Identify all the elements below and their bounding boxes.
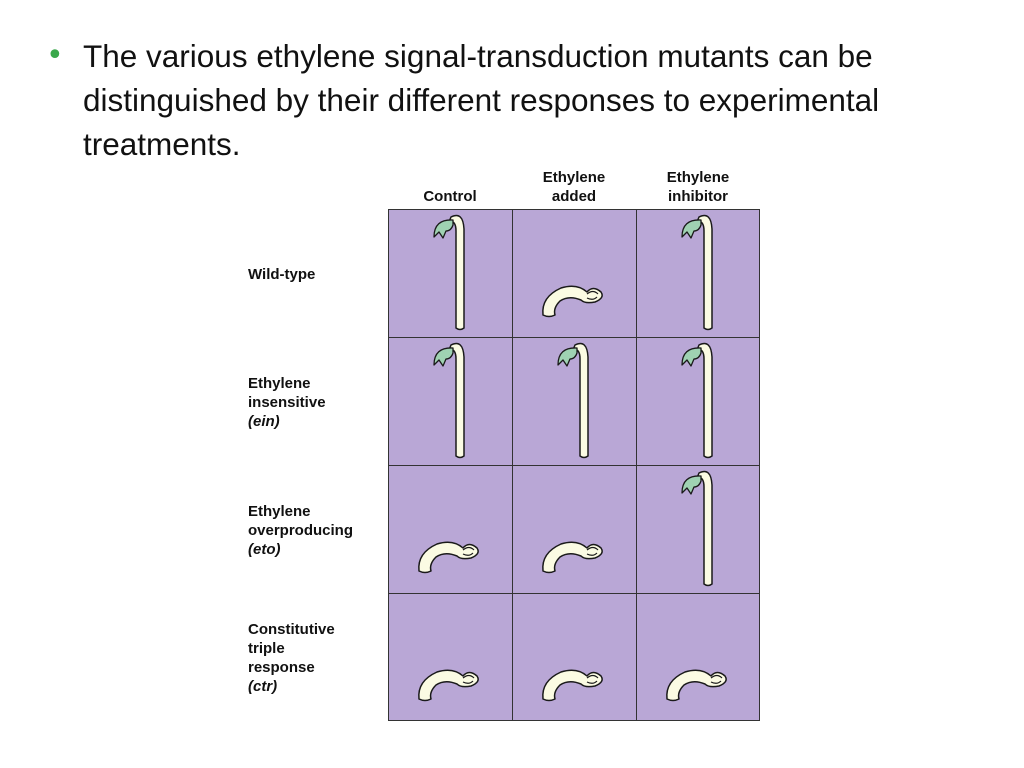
- column-header-line2: Control: [423, 188, 477, 205]
- elongated-seedling-icon: [681, 342, 713, 459]
- elongated-seedling-icon: [433, 214, 465, 331]
- row-label-line: triple: [248, 640, 285, 657]
- triple-response-seedling-icon: [418, 669, 479, 702]
- elongated-seedling-icon: [433, 342, 465, 459]
- row-label-line: Ethylene: [248, 375, 311, 392]
- triple-response-seedling-icon: [542, 669, 603, 702]
- grid-divider-horizontal: [389, 337, 759, 338]
- grid-divider-horizontal: [389, 593, 759, 594]
- triple-response-seedling-icon: [666, 669, 727, 702]
- bullet-marker: •: [46, 38, 64, 73]
- column-header-line1: Ethylene: [666, 169, 730, 186]
- bullet-text: The various ethylene signal-transduction…: [83, 38, 880, 162]
- column-header-line2: added: [551, 188, 597, 205]
- column-header-control: Control: [388, 168, 512, 206]
- column-header-line1: Ethylene: [542, 169, 606, 186]
- grid-divider-horizontal: [389, 465, 759, 466]
- column-header-ethylene-inhibitor: Ethylene inhibitor: [636, 168, 760, 206]
- column-header-ethylene-added: Ethylene added: [512, 168, 636, 206]
- triple-response-seedling-icon: [418, 541, 479, 574]
- row-label-line: response: [248, 659, 315, 676]
- row-label-line: Ethylene: [248, 503, 311, 520]
- row-label-line: Wild-type: [248, 266, 316, 283]
- row-label-abbreviation: (ein): [248, 413, 280, 430]
- elongated-seedling-icon: [681, 214, 713, 331]
- column-header-line2: inhibitor: [668, 188, 728, 205]
- elongated-seedling-icon: [681, 470, 713, 587]
- row-label-abbreviation: (eto): [248, 541, 281, 558]
- row-label-line: overproducing: [248, 522, 354, 539]
- row-label-ethylene-overproducing: Ethylene overproducing (eto): [248, 502, 383, 559]
- row-label-line: Constitutive: [248, 621, 335, 638]
- row-label-wild-type: Wild-type: [248, 265, 383, 284]
- triple-response-seedling-icon: [542, 285, 603, 318]
- row-label-constitutive-triple-response: Constitutive triple response (ctr): [248, 620, 383, 696]
- row-label-line: insensitive: [248, 394, 326, 411]
- triple-response-seedling-icon: [542, 541, 603, 574]
- elongated-seedling-icon: [557, 342, 589, 459]
- row-label-abbreviation: (ctr): [248, 678, 278, 695]
- row-label-ethylene-insensitive: Ethylene insensitive (ein): [248, 374, 383, 431]
